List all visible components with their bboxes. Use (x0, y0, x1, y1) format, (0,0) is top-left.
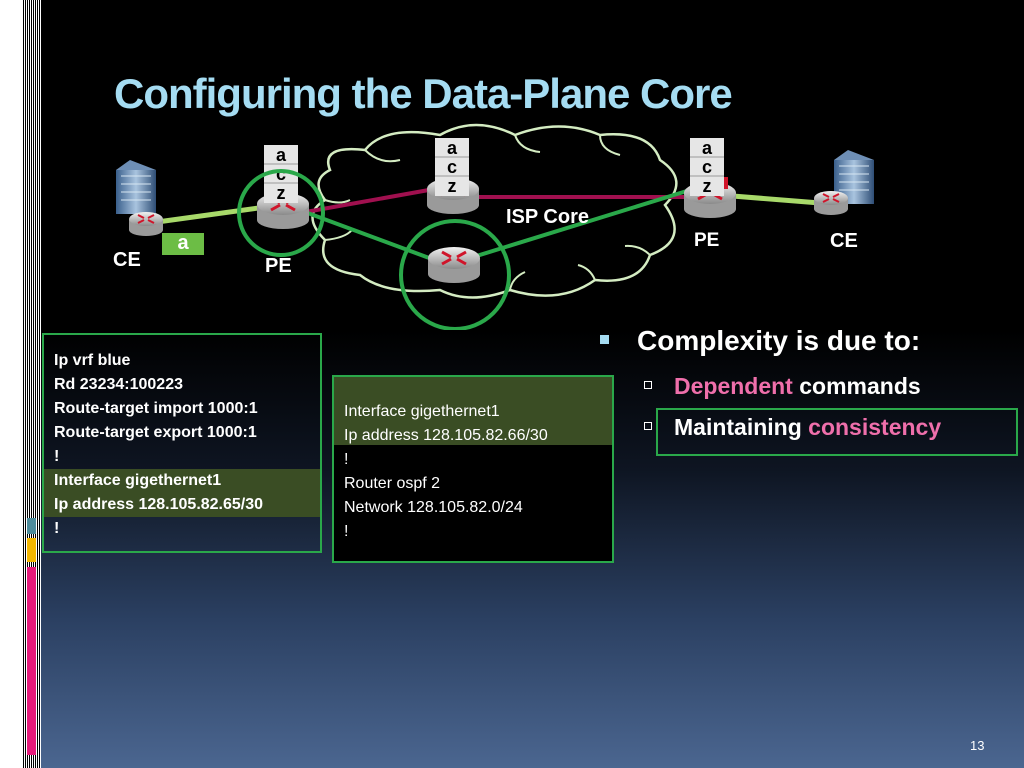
config-line: Router ospf 2 (344, 475, 441, 492)
router-icon (813, 190, 849, 216)
network-diagram: a c z (116, 123, 874, 330)
accent-bar-teal (27, 518, 36, 534)
config-line: ! (344, 523, 349, 540)
accent-bar-yellow (27, 538, 36, 562)
label-isp-core: ISP Core (506, 206, 589, 228)
consistency-highlight-box (656, 408, 1018, 456)
stack-icon (689, 137, 725, 197)
highlight-circle (399, 219, 511, 330)
config-line: Network 128.105.82.0/24 (344, 499, 523, 516)
hollow-square-bullet-icon (644, 381, 652, 389)
config-line: ! (344, 451, 349, 468)
config-line: ! (54, 520, 60, 537)
router-icon (128, 211, 164, 237)
config-line: ! (54, 448, 60, 465)
slide-title: Configuring the Data-Plane Core (114, 70, 733, 117)
config-box-left: Ip vrf blue Rd 23234:100223 Route-target… (42, 333, 322, 553)
router-icon (426, 245, 482, 285)
label-ce-right: CE (830, 230, 858, 252)
label-a-box: a (162, 233, 204, 255)
config-line-highlighted: Ip address 128.105.82.65/30 (44, 493, 320, 517)
accent-bar-pink (27, 567, 36, 755)
config-box-right: Interface gigethernet1 Ip address 128.10… (332, 375, 614, 563)
label-pe-left: PE (265, 255, 292, 277)
hollow-square-bullet-icon (644, 422, 652, 430)
config-line-highlighted: Interface gigethernet1 (344, 403, 500, 420)
marker-icon (724, 177, 728, 189)
config-line: Rd 23234:100223 (54, 376, 183, 393)
config-line: Route-target export 1000:1 (54, 424, 257, 441)
page-number: 13 (970, 738, 985, 753)
label-ce-left: CE (113, 249, 141, 271)
config-line: Route-target import 1000:1 (54, 400, 258, 417)
config-line-highlighted: Ip address 128.105.82.66/30 (344, 427, 548, 444)
config-line-highlighted: Interface gigethernet1 (44, 469, 320, 493)
config-line: Ip vrf blue (54, 352, 131, 369)
link-core-bottom-pe (469, 188, 691, 260)
link-pe-core-bottom (304, 210, 441, 264)
stack-icon (434, 137, 470, 197)
square-bullet-icon (600, 335, 609, 344)
label-pe-right: PE (694, 230, 720, 251)
highlight-circle (237, 169, 325, 257)
building-icon (116, 160, 156, 214)
